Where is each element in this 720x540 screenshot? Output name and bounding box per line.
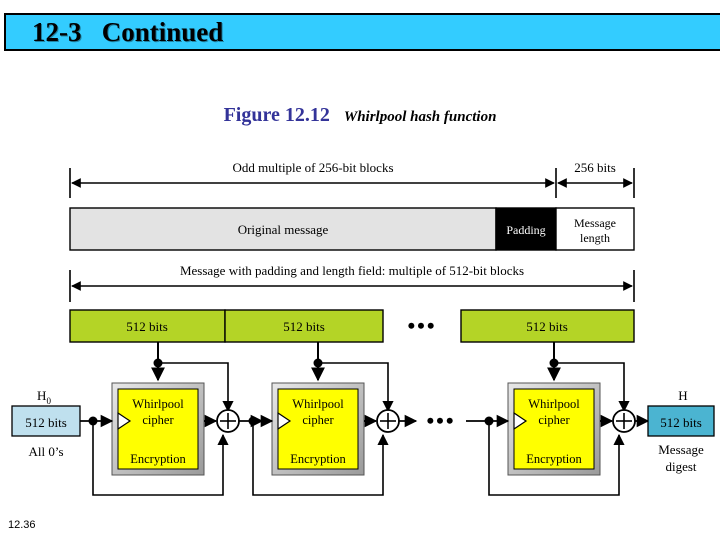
iv-box-label: 512 bits — [25, 415, 67, 430]
cipher-2-line3: Encryption — [290, 452, 346, 466]
iv-box — [11, 405, 81, 437]
second-measurement-row: Message with padding and length field: m… — [69, 263, 635, 302]
output-box — [647, 405, 715, 437]
block-2-label: 512 bits — [283, 319, 325, 334]
output-caption-line1: Message — [658, 442, 704, 457]
cipher-2-line2: cipher — [302, 413, 334, 427]
initial-value-group: H0 512 bits All 0’s — [11, 388, 81, 459]
cipher-2-body — [277, 388, 359, 470]
message-bar: Original message Padding Message length — [69, 207, 635, 251]
cipher-1-line1: Whirlpool — [132, 397, 184, 411]
original-message-block — [69, 207, 497, 251]
block-n — [460, 309, 635, 343]
block-1-label: 512 bits — [126, 319, 168, 334]
second-measure-label: Message with padding and length field: m… — [180, 263, 524, 278]
cipher-2-key-chevron — [277, 411, 292, 431]
whirlpool-hash-diagram: Odd multiple of 256-bit blocks 256 bits … — [0, 150, 720, 510]
cipher-1-line3: Encryption — [130, 452, 186, 466]
original-message-label: Original message — [238, 222, 329, 237]
output-symbol: H — [678, 388, 687, 403]
block-2 — [224, 309, 384, 343]
top-measurement-row: Odd multiple of 256-bit blocks 256 bits — [69, 160, 635, 198]
cipher-1-body — [117, 388, 199, 470]
iv-caption: All 0’s — [28, 444, 63, 459]
padding-label: Padding — [506, 223, 545, 237]
page-title: 12-3 Continued — [32, 16, 224, 47]
figure-title: Whirlpool hash function — [343, 109, 497, 125]
block-row-ellipsis: ••• — [407, 313, 436, 338]
message-length-label-line1: Message — [574, 216, 616, 230]
figure-caption: Figure 12.12 Whirlpool hash function — [0, 104, 720, 127]
stage-n: Whirlpool cipher Encryption — [466, 342, 650, 496]
page-number: 12.36 — [8, 519, 36, 531]
cipher-1-line2: cipher — [142, 413, 174, 427]
figure-number: Figure 12.12 — [223, 104, 330, 126]
message-length-block — [555, 207, 635, 251]
cipher-n-line2: cipher — [538, 413, 570, 427]
block-n-label: 512 bits — [526, 319, 568, 334]
output-box-label: 512 bits — [660, 415, 702, 430]
iv-symbol-group: H0 — [37, 388, 51, 406]
message-length-label-line2: length — [580, 231, 610, 245]
cipher-n-key-chevron — [513, 411, 528, 431]
block-row: 512 bits 512 bits 512 bits ••• — [69, 309, 635, 343]
message-digest-group: H 512 bits Message digest — [647, 388, 715, 474]
cipher-1-key-chevron — [117, 411, 132, 431]
top-measure-right-label: 256 bits — [574, 160, 616, 175]
slide-title-banner: 12-3 Continued — [4, 13, 720, 51]
cipher-n-line3: Encryption — [526, 452, 582, 466]
cipher-n-line1: Whirlpool — [528, 397, 580, 411]
stage-1: Whirlpool cipher Encryption — [80, 342, 264, 496]
cipher-n-body — [513, 388, 595, 470]
cipher-2-line1: Whirlpool — [292, 397, 344, 411]
top-measure-left-label: Odd multiple of 256-bit blocks — [232, 160, 393, 175]
cipher-row-ellipsis: ••• — [426, 408, 455, 433]
stage-2: Whirlpool cipher Encryption — [248, 342, 418, 496]
output-caption-line2: digest — [665, 459, 696, 474]
